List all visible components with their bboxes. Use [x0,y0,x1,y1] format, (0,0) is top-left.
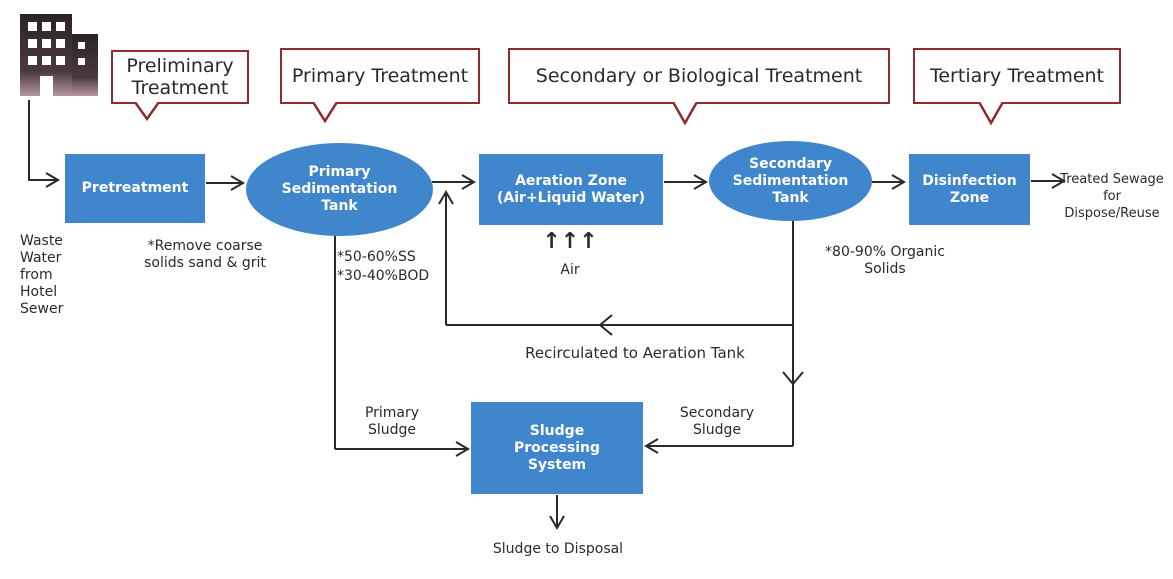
organic-solids-note: *80-90% Organic Solids [825,244,945,277]
primary-sedimentation-label: Primary Sedimentation Tank [281,164,398,214]
callout-preliminary-treatment: Preliminary Treatment [111,50,249,104]
callout-primary-pointer [312,102,338,124]
disinfection-zone-label: Disinfection Zone [922,172,1017,206]
callout-preliminary-pointer [134,102,160,122]
aeration-zone-label: Aeration Zone [515,172,627,189]
sludge-processing-node: Sludge Processing System [471,402,643,494]
building-icon [20,14,98,96]
callout-primary-treatment: Primary Treatment [280,48,480,104]
callout-tertiary-pointer [978,102,1004,126]
callout-primary-text: Primary Treatment [291,65,469,87]
pretreatment-node: Pretreatment [65,154,205,223]
callout-preliminary-text: Preliminary Treatment [126,55,234,99]
secondary-sludge-label: Secondary Sludge [679,405,755,438]
primary-removal-note-2: *30-40%BOD [337,268,430,284]
primary-sedimentation-node: Primary Sedimentation Tank [246,143,433,236]
secondary-sedimentation-label: Secondary Sedimentation Tank [732,155,849,206]
secondary-sludge-down-arrowhead [782,371,804,386]
primary-sludge-label: Primary Sludge [364,405,420,438]
air-arrows-icon: ↑↑↑ [542,229,598,254]
treated-sewage-label: Treated Sewage for Dispose/Reuse [1060,172,1164,221]
aeration-zone-sublabel: (Air+Liquid Water) [497,189,645,206]
primary-removal-note-1: *50-60%SS [337,249,416,265]
pretreatment-label: Pretreatment [81,180,189,196]
sludge-processing-label: Sludge Processing System [513,422,601,473]
recirculation-arrowhead [598,314,613,336]
air-label: Air [560,262,580,278]
waste-water-label: Waste Water from Hotel Sewer [20,233,64,317]
callout-tertiary-treatment: Tertiary Treatment [913,48,1121,104]
disinfection-zone-node: Disinfection Zone [909,154,1030,225]
aeration-zone-node: Aeration Zone (Air+Liquid Water) [479,154,663,225]
callout-secondary-treatment: Secondary or Biological Treatment [508,48,890,104]
sludge-disposal-label: Sludge to Disposal [492,541,624,557]
remove-solids-note: *Remove coarse solids sand & grit [144,238,266,271]
recirculated-label: Recirculated to Aeration Tank [525,344,745,362]
callout-secondary-text: Secondary or Biological Treatment [535,65,863,87]
secondary-sedimentation-node: Secondary Sedimentation Tank [709,141,872,221]
callout-secondary-pointer [672,102,698,126]
callout-tertiary-text: Tertiary Treatment [929,65,1105,87]
arrow-building-to-pretreatment [28,100,60,188]
